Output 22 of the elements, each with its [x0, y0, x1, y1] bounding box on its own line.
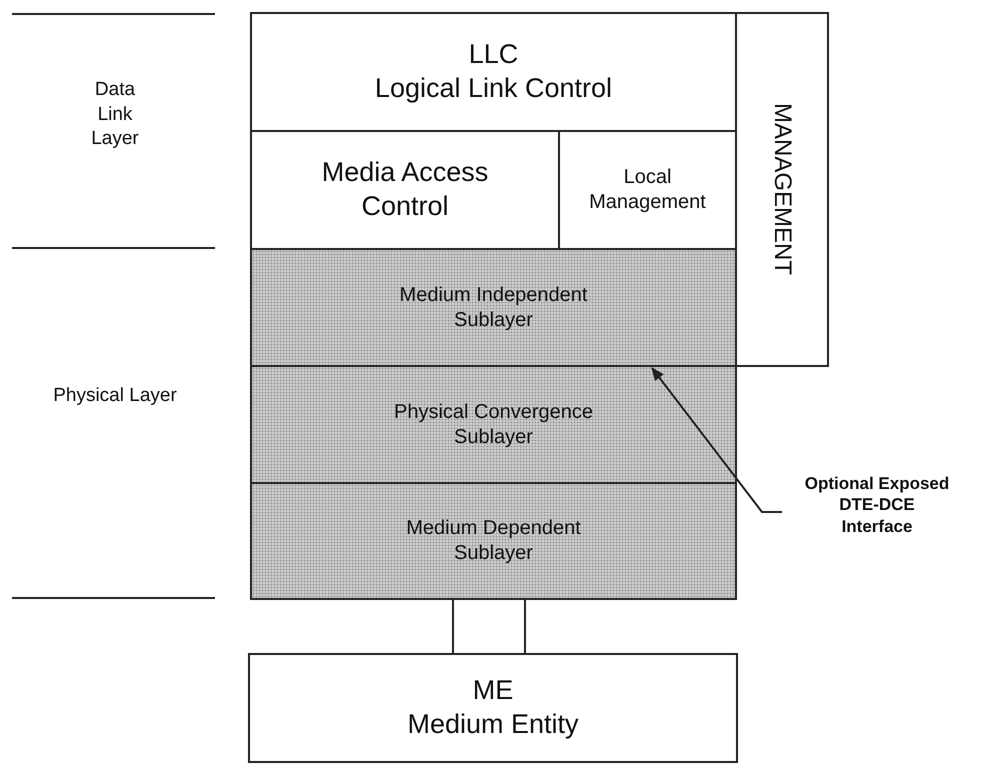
layer-label: Medium Independent Sublayer: [398, 282, 588, 332]
layer-label: Medium Entity: [407, 708, 579, 741]
sublayer-box: [250, 365, 737, 484]
callout-text: Optional Exposed DTE-DCE Interface: [804, 473, 950, 537]
layer-name: Physical Layer: [52, 384, 178, 408]
entity-box: [248, 653, 738, 763]
sublayer-box: [250, 248, 737, 367]
layer-box: [735, 12, 829, 367]
layer-box: [250, 12, 737, 132]
layer-label: Logical Link Control: [374, 72, 612, 105]
leader-line: [651, 367, 782, 513]
layer-label: LLC: [468, 38, 518, 72]
layer-label: Physical Convergence Sublayer: [393, 400, 594, 450]
layer-label: ME: [472, 674, 514, 708]
layer-name: Data Link Layer: [90, 78, 140, 152]
vertical-label: MANAGEMENT: [768, 103, 797, 276]
layer-label: Medium Dependent Sublayer: [405, 516, 582, 566]
layer-label: Media Access Control: [320, 156, 490, 223]
connector-line: [452, 600, 454, 653]
sublayer-box: [250, 482, 737, 600]
layer-label: Local Management: [588, 165, 707, 215]
connector-line: [524, 600, 526, 653]
